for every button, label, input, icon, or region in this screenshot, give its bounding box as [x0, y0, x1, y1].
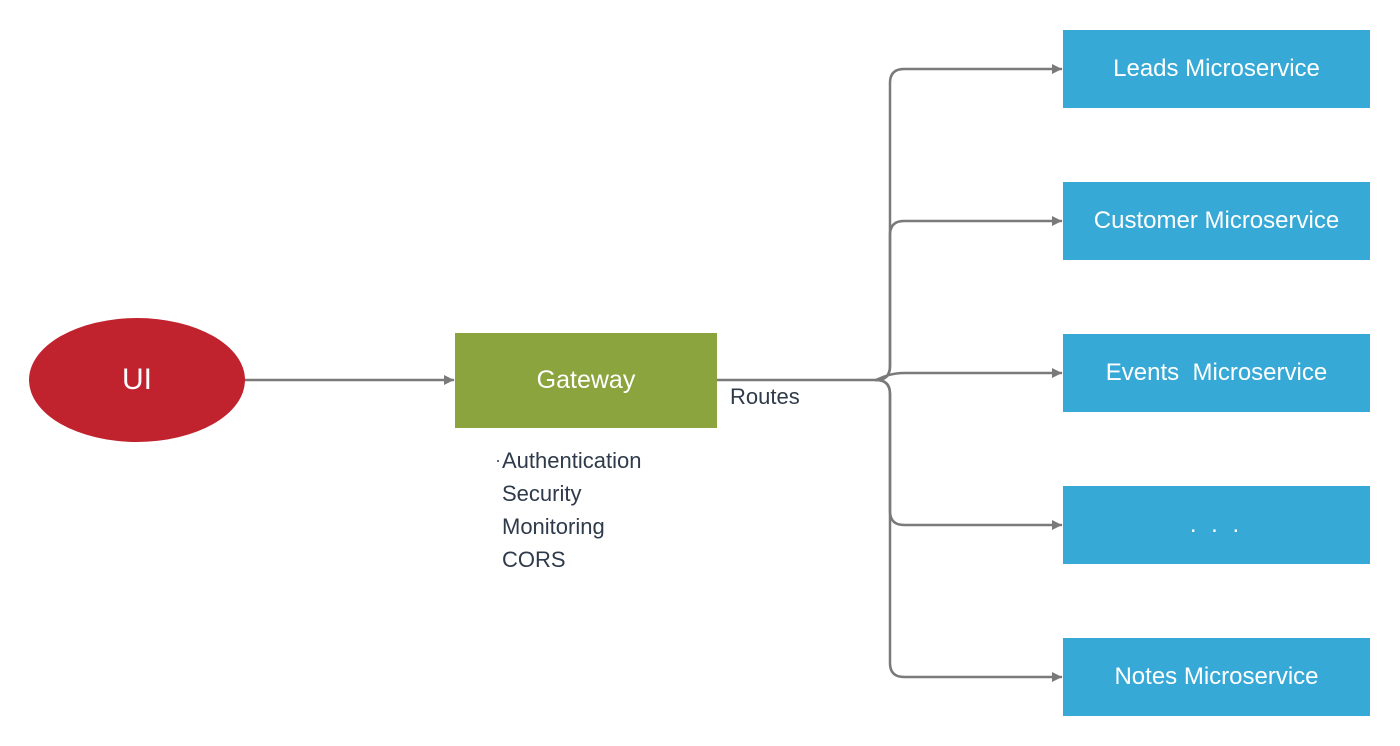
connector-to-notes — [874, 378, 1063, 682]
connector-to-customer — [874, 216, 1063, 382]
notes-microservice-node[interactable]: Notes Microservice — [1063, 638, 1370, 716]
gateway-node-label: Gateway — [536, 366, 636, 394]
bullet-dot-icon — [497, 460, 499, 462]
notes-microservice-label: Notes Microservice — [1114, 663, 1319, 690]
routes-edge-label: Routes — [730, 384, 800, 409]
feature-security: Security — [502, 481, 582, 506]
gateway-node[interactable]: Gateway — [455, 333, 717, 428]
leads-microservice-node[interactable]: Leads Microservice — [1063, 30, 1370, 108]
more-microservices-node[interactable]: . . . — [1063, 486, 1370, 564]
connector-to-ellipsis — [874, 378, 1063, 530]
connector-to-leads — [874, 64, 1063, 382]
customer-microservice-node[interactable]: Customer Microservice — [1063, 182, 1370, 260]
customer-microservice-label: Customer Microservice — [1093, 207, 1340, 234]
feature-authentication: Authentication — [502, 448, 642, 473]
connector-to-events — [874, 368, 1063, 382]
gateway-features-list: Authentication Security Monitoring CORS — [497, 444, 642, 576]
ui-node-label: UI — [122, 363, 152, 396]
more-microservices-label: . . . — [1189, 511, 1244, 538]
leads-microservice-label: Leads Microservice — [1113, 55, 1320, 82]
events-microservice-label: Events Microservice — [1105, 359, 1328, 386]
ui-node[interactable]: UI — [29, 318, 245, 442]
feature-cors: CORS — [502, 547, 566, 572]
events-microservice-node[interactable]: Events Microservice — [1063, 334, 1370, 412]
feature-monitoring: Monitoring — [502, 514, 605, 539]
